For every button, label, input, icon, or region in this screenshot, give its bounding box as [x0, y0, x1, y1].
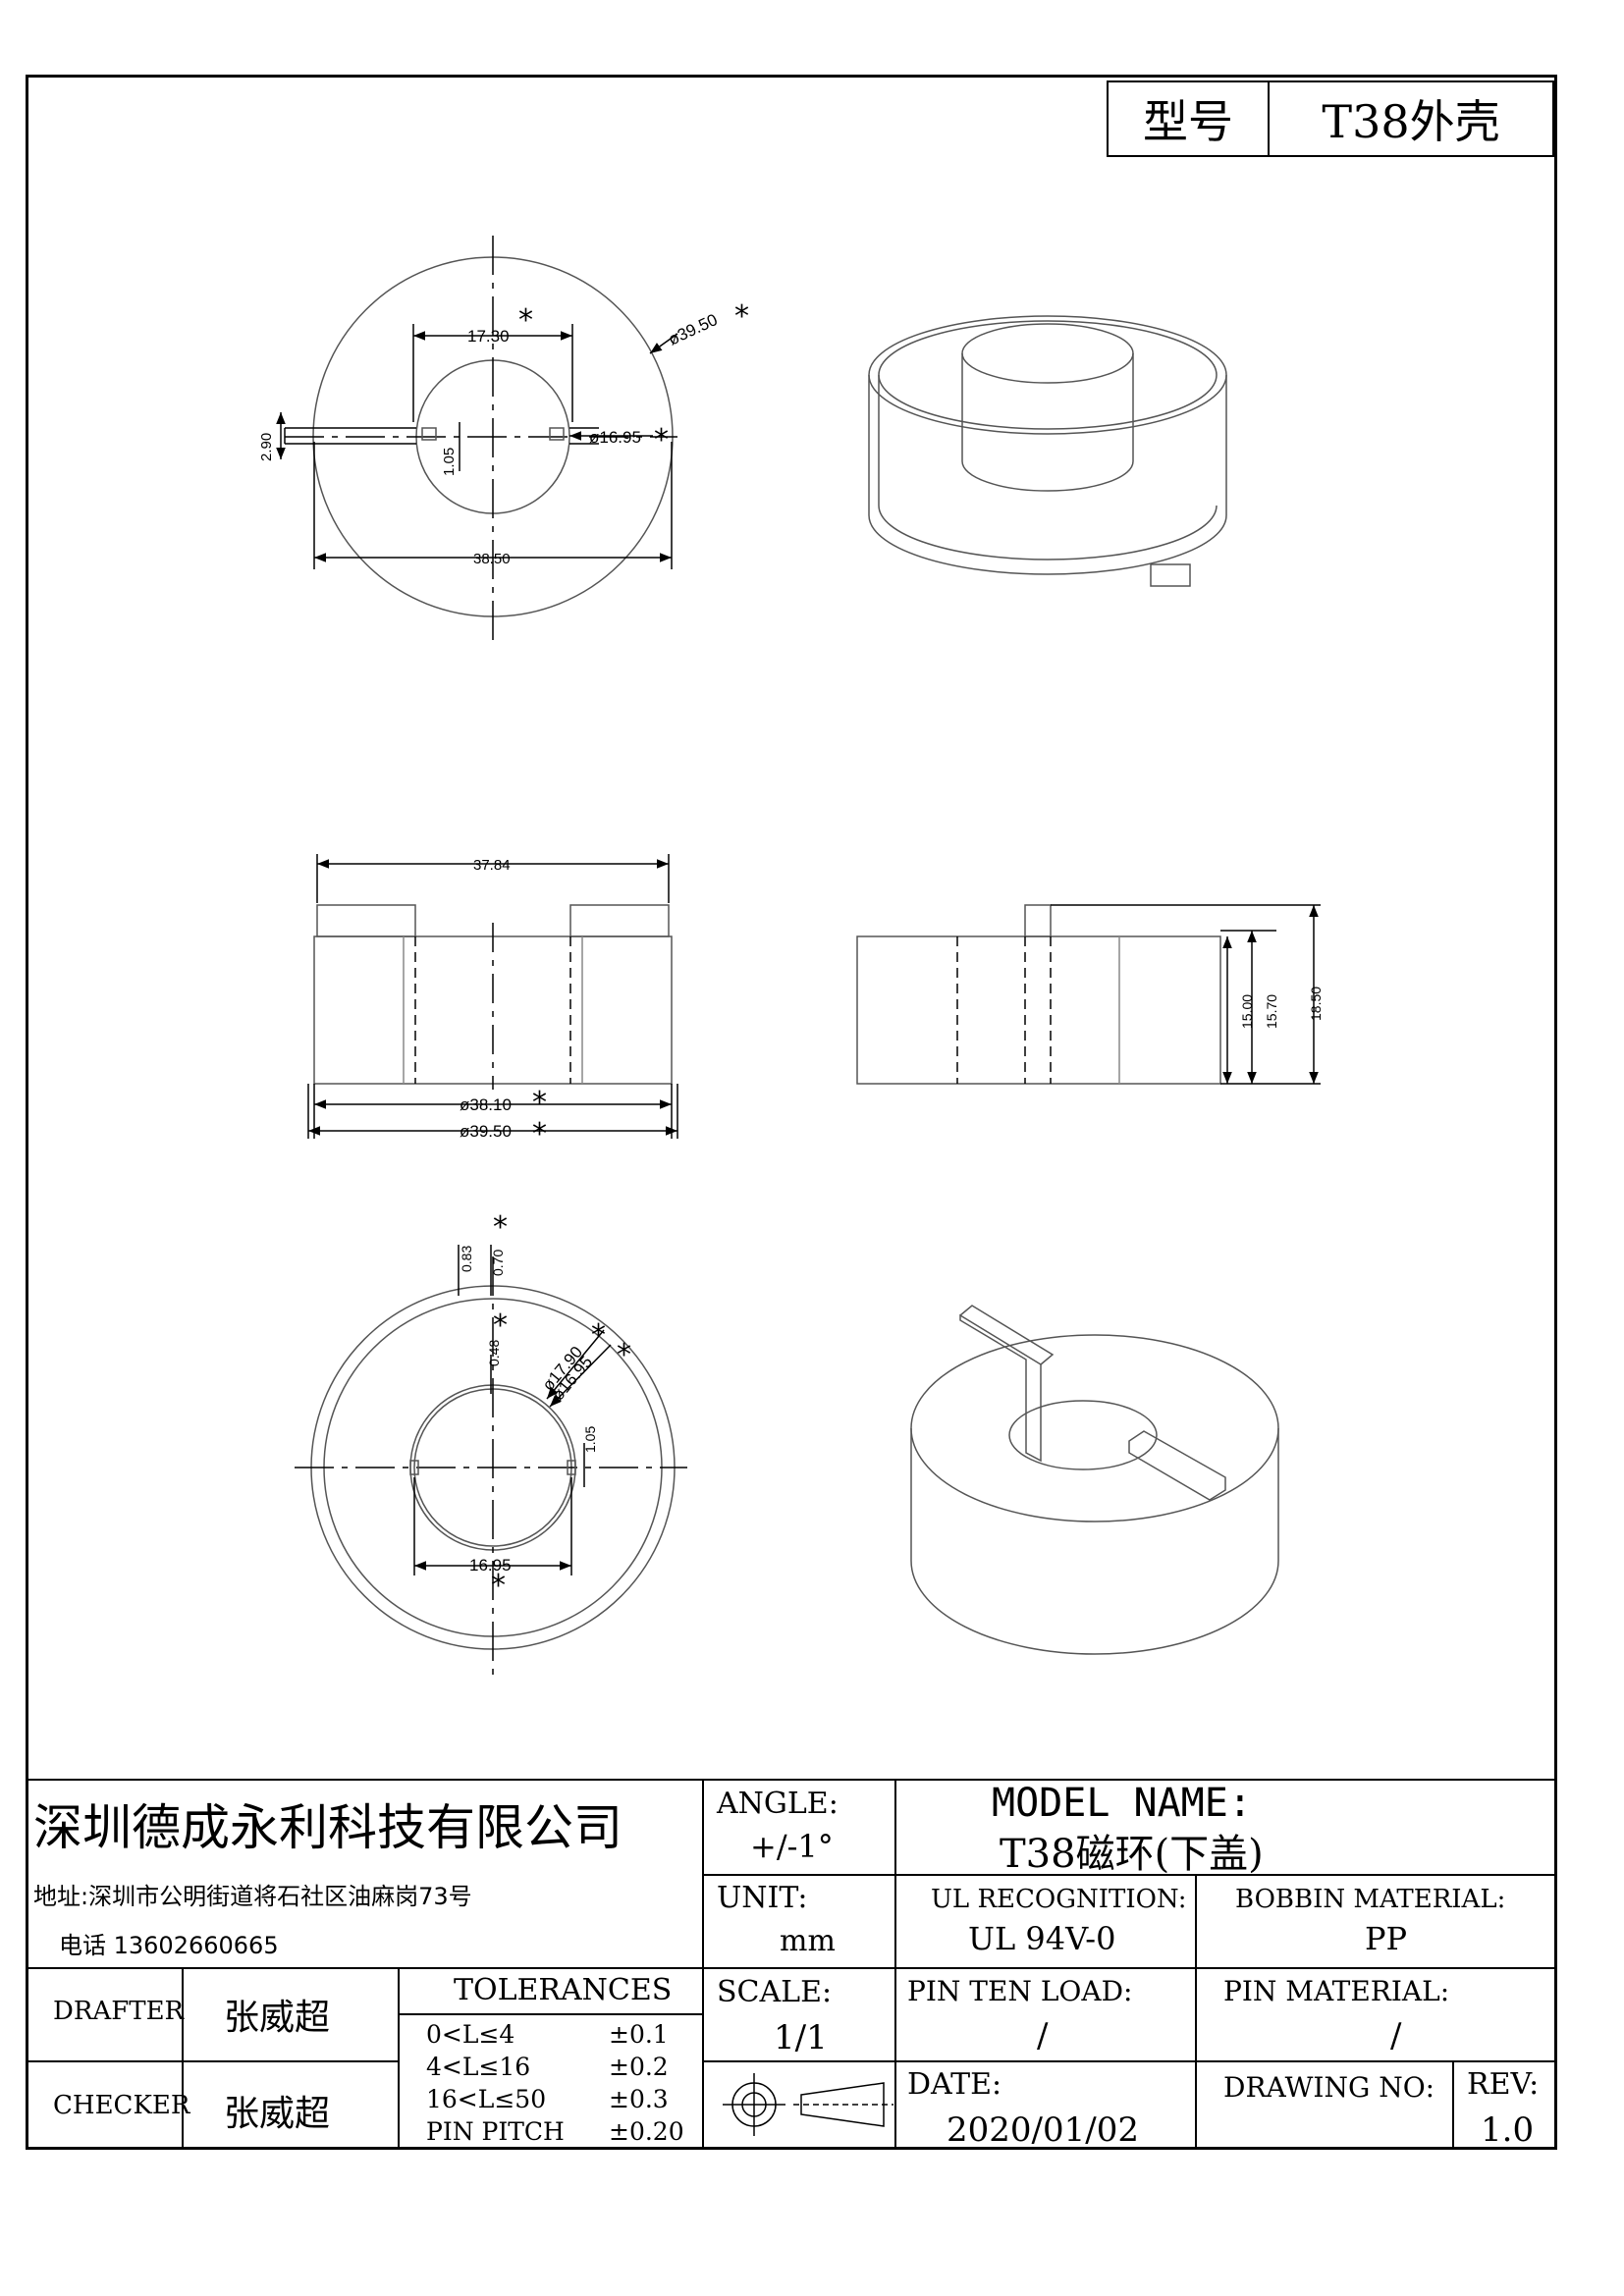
iso-view-bottom: [910, 1305, 1279, 1655]
pin-load-value: /: [1037, 2016, 1049, 2056]
model-name-value: T38磁环(下盖): [1000, 1832, 1264, 1877]
ul-value: UL 94V-0: [968, 1920, 1116, 1957]
unit-value: mm: [780, 1924, 836, 1958]
tolerance-ranges: 0<L≤4 4<L≤16 16<L≤50 PIN PITCH: [426, 2018, 565, 2148]
model-header: 型号 T38外壳: [1107, 80, 1554, 157]
drawing-no-label: DRAWING NO:: [1223, 2071, 1435, 2104]
dim-15-00: 15.00: [1239, 994, 1255, 1029]
star-mark: *: [532, 1086, 547, 1120]
star-mark: *: [532, 1117, 547, 1151]
dim-16-95-inner: 16.95: [469, 1556, 512, 1575]
ul-label: UL RECOGNITION:: [931, 1885, 1187, 1914]
model-name-label: MODEL NAME:: [992, 1781, 1252, 1826]
checker-label: CHECKER: [53, 2091, 190, 2120]
dim-38-10: ø38.10: [460, 1095, 512, 1114]
star-mark: *: [654, 423, 669, 457]
bobbin-value: PP: [1365, 1920, 1408, 1957]
side-view-right: [856, 904, 1321, 1085]
star-mark: *: [491, 1569, 506, 1603]
star-mark: *: [493, 1210, 508, 1245]
iso-view-top: [868, 315, 1227, 587]
tol-range: 4<L≤16: [426, 2053, 531, 2081]
dim-16-95-top: ø16.95: [589, 428, 641, 447]
unit-label: UNIT:: [717, 1881, 808, 1915]
scale-value: 1/1: [774, 2018, 828, 2057]
drawing-frame: [26, 75, 1557, 2150]
angle-value: +/-1°: [750, 1828, 834, 1865]
pin-load-label: PIN TEN LOAD:: [907, 1975, 1133, 2007]
title-block-grid: [26, 1779, 1557, 2150]
dim-0-48: 0.48: [486, 1340, 502, 1366]
critical-marks: * * * * * * * * * *: [491, 299, 749, 1603]
rev-value: 1.0: [1481, 2110, 1535, 2150]
dim-37-84: 37.84: [473, 857, 511, 874]
tol-range: 16<L≤50: [426, 2085, 547, 2113]
model-label: 型号: [1109, 82, 1270, 155]
dim-1-05-bot: 1.05: [582, 1426, 598, 1453]
dim-0-83: 0.83: [459, 1246, 474, 1272]
dim-17-30: 17.30: [467, 327, 510, 346]
drafter-label: DRAFTER: [53, 1997, 185, 2026]
tol-value: ±0.20: [609, 2117, 684, 2146]
dim-18-50: 18.50: [1308, 987, 1324, 1021]
star-mark: *: [493, 1308, 508, 1343]
dim-1-05-top: 1.05: [441, 448, 458, 476]
side-view: [307, 854, 678, 1139]
model-value: T38外壳: [1322, 95, 1500, 148]
dim-0-70: 0.70: [490, 1250, 506, 1276]
tol-value: ±0.1: [609, 2020, 669, 2049]
tol-value: ±0.2: [609, 2053, 669, 2081]
rev-label: REV:: [1467, 2067, 1540, 2102]
angle-label: ANGLE:: [717, 1787, 839, 1821]
bottom-view: [295, 1245, 687, 1679]
tol-value: ±0.3: [609, 2085, 669, 2113]
tolerance-values: ±0.1 ±0.2 ±0.3 ±0.20: [609, 2018, 684, 2148]
company-address: 地址:深圳市公明街道将石社区油麻岗73号: [33, 1883, 472, 1910]
bobbin-label: BOBBIN MATERIAL:: [1235, 1885, 1506, 1914]
checker-name: 张威超: [224, 2094, 331, 2134]
tolerances-label: TOLERANCES: [454, 1973, 673, 2007]
dim-2-90: 2.90: [258, 433, 275, 461]
date-value: 2020/01/02: [947, 2110, 1139, 2150]
star-mark: *: [617, 1338, 631, 1372]
company-phone: 电话 13602660665: [59, 1932, 279, 1959]
projection-symbol: [723, 2073, 893, 2136]
pin-material-value: /: [1390, 2016, 1402, 2056]
star-mark: *: [518, 303, 533, 338]
date-label: DATE:: [907, 2067, 1002, 2102]
star-mark: *: [591, 1318, 606, 1353]
company-name: 深圳德成永利科技有限公司: [33, 1799, 623, 1856]
top-view: [276, 236, 678, 643]
dimension-labels: 17.30 ø39.50 2.90 1.05 ø16.95 38.50 37.8…: [258, 310, 1324, 1575]
dim-39-50-side: ø39.50: [460, 1122, 512, 1141]
scale-label: SCALE:: [717, 1975, 833, 2009]
star-mark: *: [734, 299, 749, 334]
pin-material-label: PIN MATERIAL:: [1223, 1975, 1450, 2007]
dim-15-70: 15.70: [1264, 994, 1279, 1029]
drafter-name: 张威超: [224, 1998, 331, 2038]
dim-38-50: 38.50: [473, 551, 511, 567]
dim-39-50-top: ø39.50: [666, 310, 721, 349]
tol-range: PIN PITCH: [426, 2117, 565, 2146]
tol-range: 0<L≤4: [426, 2020, 515, 2049]
